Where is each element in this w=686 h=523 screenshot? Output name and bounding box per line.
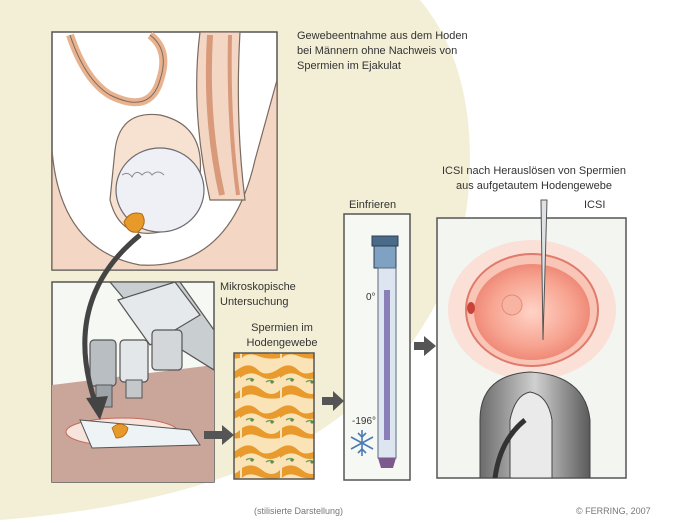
icsi-caption-line2: aus aufgetautem Hodengewebe — [456, 180, 612, 192]
tissue-caption: Spermien im Hodengewebe — [234, 321, 330, 351]
icsi-panel — [436, 199, 627, 479]
icsi-title: ICSI — [584, 199, 606, 211]
freeze-panel — [343, 213, 411, 481]
microscope-panel — [51, 281, 215, 483]
arrow-right-icon-3 — [414, 336, 436, 356]
snowflake-icon — [350, 430, 374, 456]
biopsy-caption-line2: bei Männern ohne Nachweis von — [297, 45, 458, 57]
temperature-bottom: -196° — [352, 416, 377, 427]
arrow-right-icon-2 — [322, 391, 344, 411]
curved-arrow-icon — [82, 233, 142, 420]
footer-note: (stilisierte Darstellung) — [254, 506, 344, 516]
biopsy-caption-line3: Spermien im Ejakulat — [297, 60, 401, 72]
freeze-caption: Einfrieren — [349, 199, 397, 211]
biopsy-caption: Gewebeentnahme aus dem Hoden bei Männern… — [297, 29, 468, 74]
copyright: © FERRING, 2007 — [576, 506, 651, 516]
biopsy-panel — [51, 31, 278, 271]
icsi-caption-line1: ICSI nach Herauslösen von Spermien — [441, 165, 627, 177]
tissue-panel — [233, 352, 315, 480]
temperature-top: 0° — [366, 292, 376, 303]
injection-needle — [540, 199, 548, 341]
tissue-caption-line1: Spermien im — [251, 322, 313, 334]
microscope-caption: Mikroskopische Untersuchung — [220, 280, 296, 310]
biopsy-caption-line1: Gewebeentnahme aus dem Hoden — [297, 30, 468, 42]
tissue-caption-line2: Hodengewebe — [246, 337, 318, 349]
microscope-caption-line1: Mikroskopische — [220, 281, 296, 293]
microscope-caption-line2: Untersuchung — [220, 296, 289, 308]
arrow-right-icon — [204, 425, 234, 445]
icsi-caption: ICSI nach Herauslösen von Spermien aus a… — [438, 164, 630, 194]
